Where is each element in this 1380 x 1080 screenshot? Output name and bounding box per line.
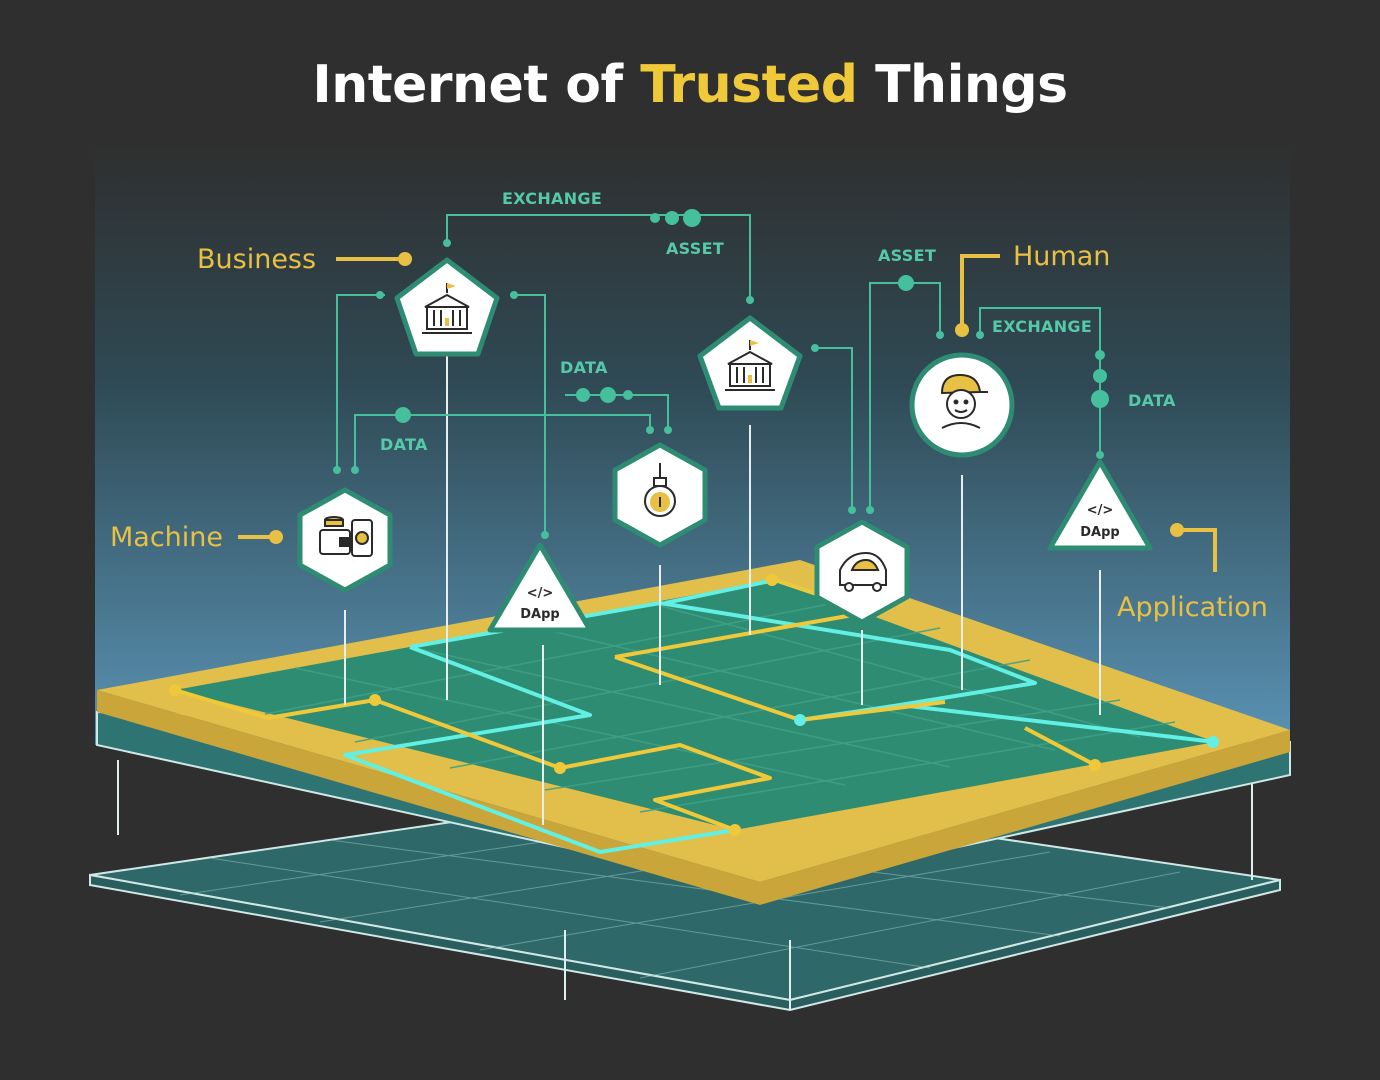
title-highlight: Trusted (640, 55, 858, 115)
bank-icon (422, 283, 472, 334)
dapp-icon: </> DApp (520, 586, 559, 622)
label-machine: Machine (110, 522, 223, 553)
flow-label-asset: ASSET (666, 239, 724, 258)
dapp-code: </> (1087, 503, 1114, 518)
label-business: Business (197, 244, 316, 275)
page-title: Internet of Trusted Things (0, 55, 1380, 115)
business-node (697, 315, 803, 411)
dapp-node: </> DApp (1047, 459, 1153, 551)
title-part1: Internet of (312, 55, 641, 115)
dapp-code: </> (527, 586, 554, 601)
dapp-node: </> DApp (487, 542, 593, 633)
drop-lines (344, 355, 1101, 825)
wallet-phone-icon (319, 516, 373, 557)
flow-label-exchange: EXCHANGE (502, 189, 602, 208)
platform (97, 560, 1290, 905)
title-part2: Things (857, 55, 1068, 115)
label-pointers (238, 254, 1217, 572)
label-human: Human (1013, 241, 1110, 272)
person-icon (940, 373, 988, 429)
human-node (909, 352, 1015, 458)
flow-label-data: DATA (560, 358, 608, 377)
vehicle-node (814, 519, 910, 625)
device-node (612, 442, 708, 548)
bank-icon (725, 340, 775, 391)
flow-label-data: DATA (380, 435, 428, 454)
car-icon (839, 551, 887, 592)
flow-label-exchange: EXCHANGE (992, 317, 1092, 336)
support-lines (117, 760, 1253, 1010)
dapp-icon: </> DApp (1080, 503, 1119, 540)
flow-label-data: DATA (1128, 391, 1176, 410)
dapp-name: DApp (520, 607, 559, 622)
machine-node (297, 487, 393, 593)
business-node (394, 257, 500, 357)
label-application: Application (1117, 592, 1268, 623)
lightbulb-icon (643, 463, 677, 517)
flow-label-asset: ASSET (878, 246, 936, 265)
connector-dots (333, 209, 1109, 539)
dapp-name: DApp (1080, 525, 1119, 540)
connector-lines (336, 214, 1101, 535)
